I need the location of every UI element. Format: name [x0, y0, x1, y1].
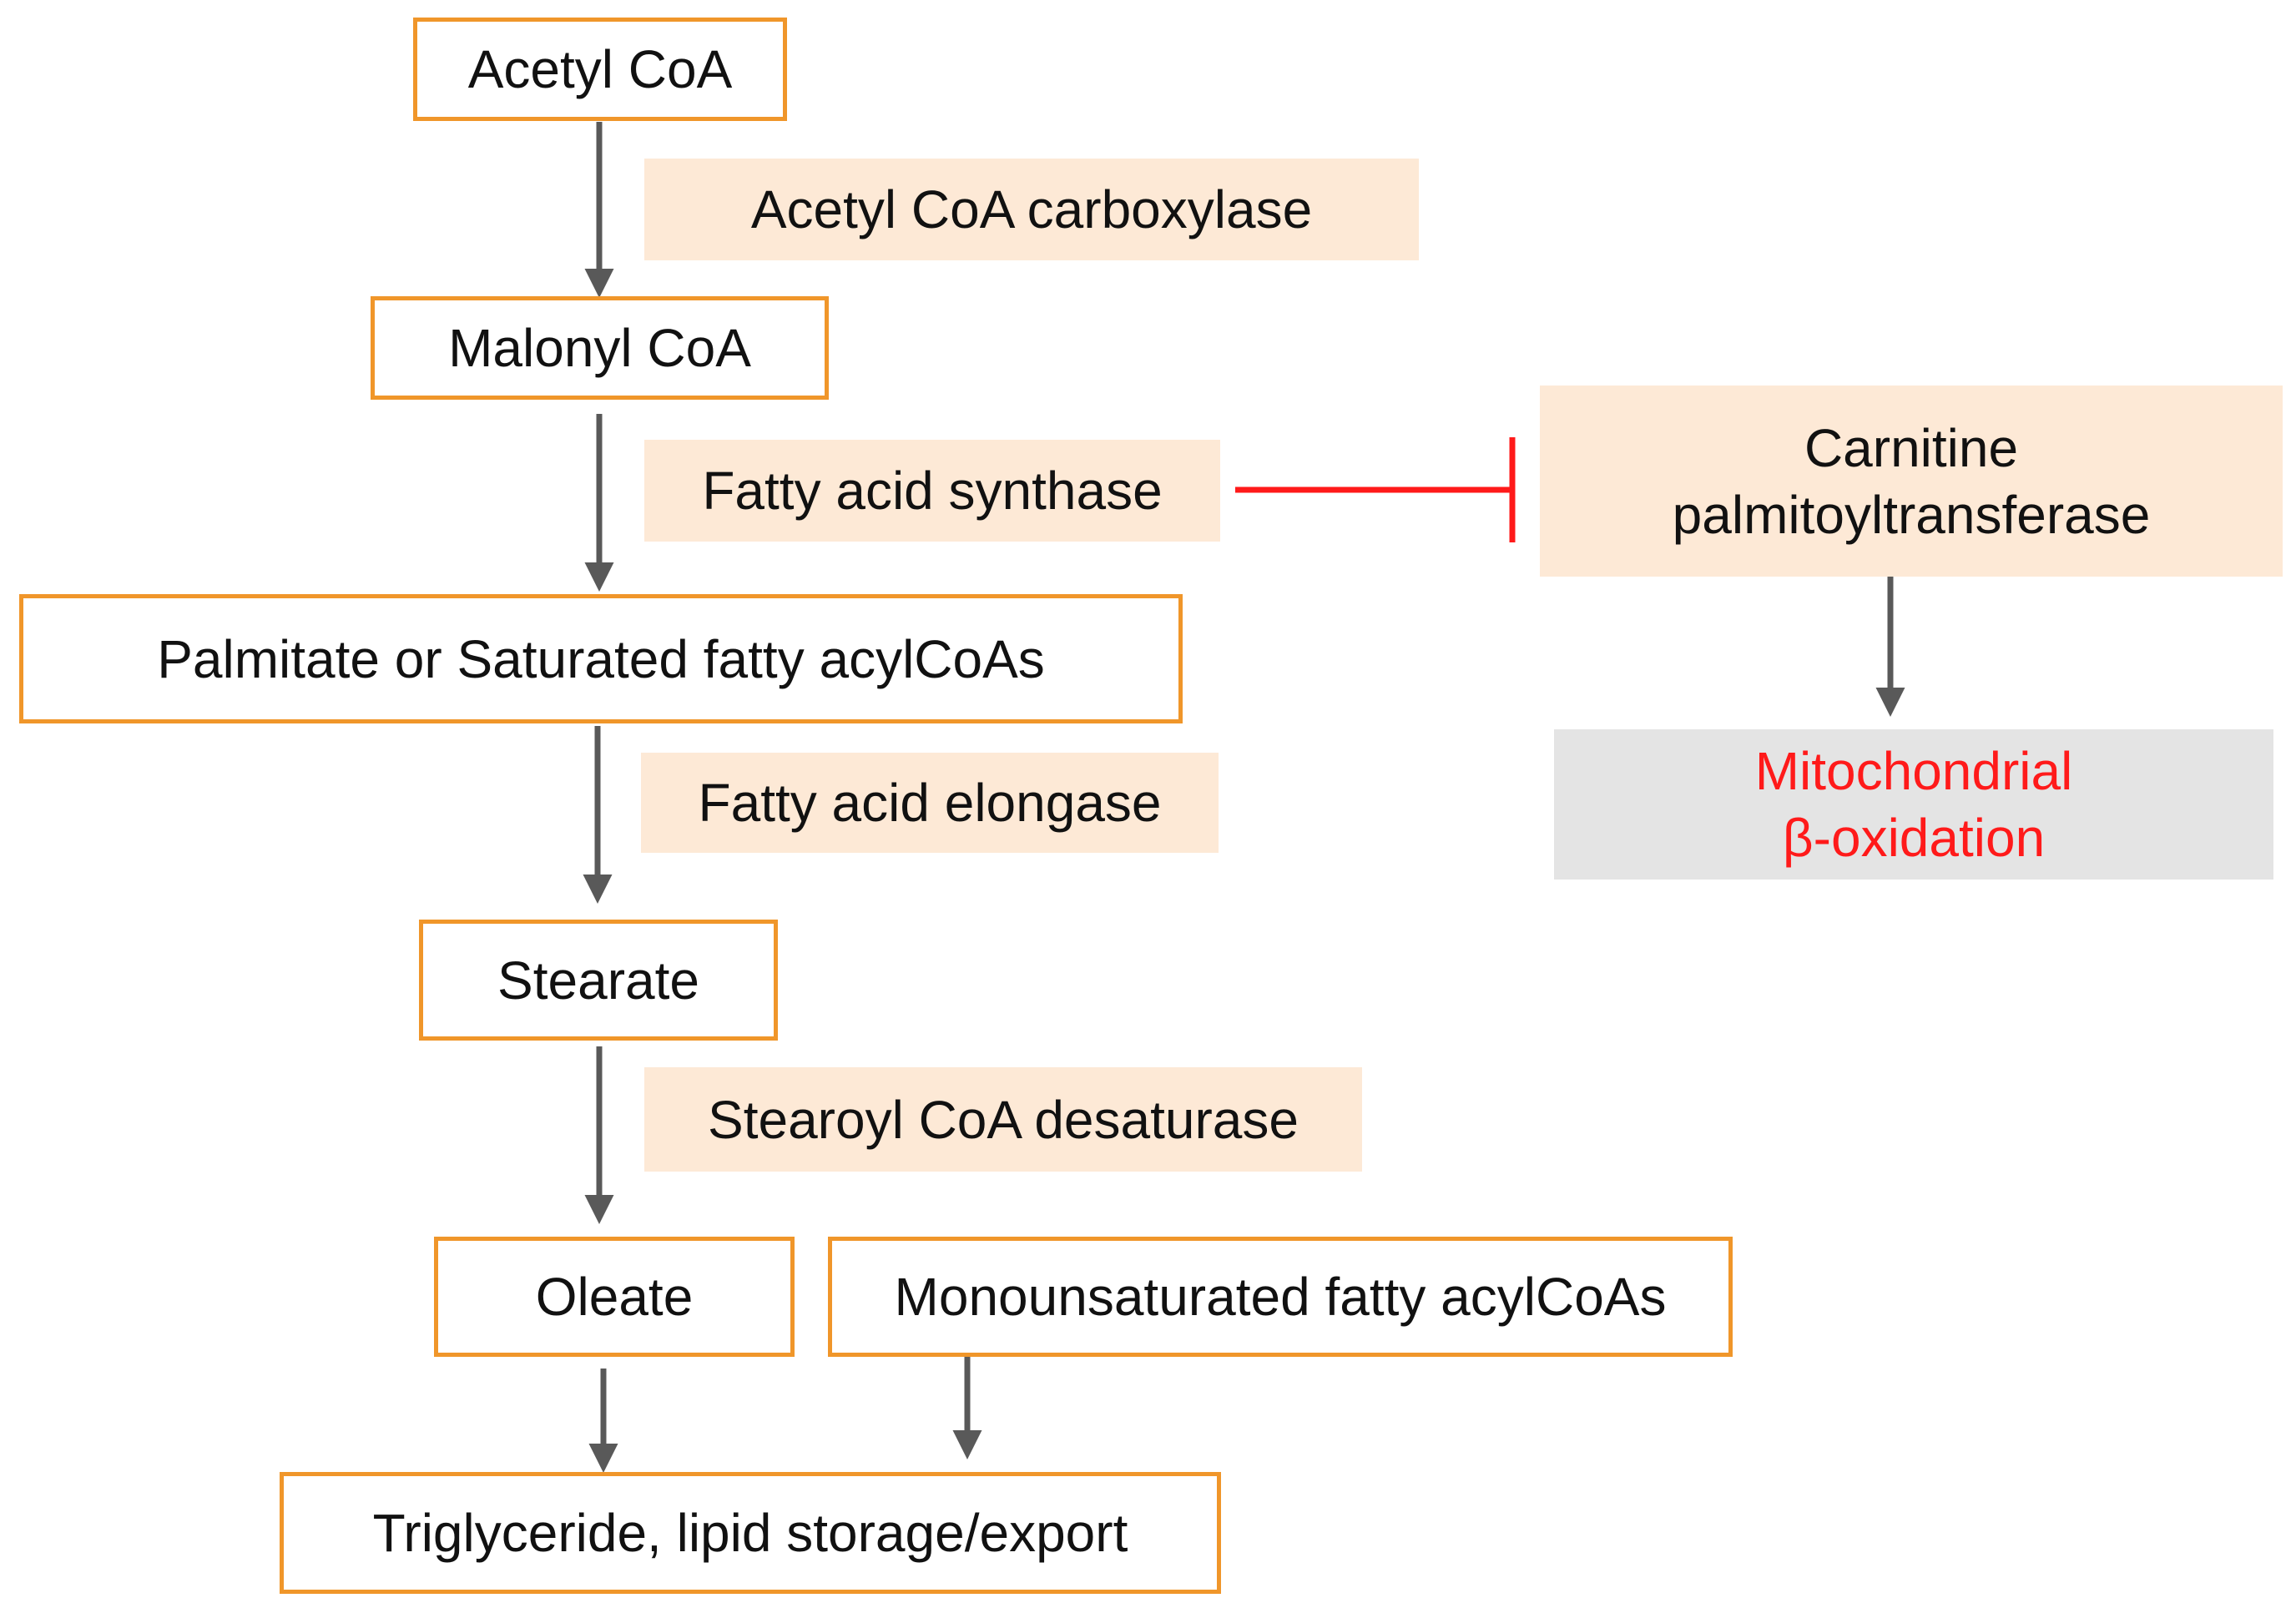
node-acetyl-coa: Acetyl CoA [413, 18, 787, 121]
process-label-line2: β-oxidation [1782, 808, 2046, 868]
enzyme-acetyl-coa-carboxylase: Acetyl CoA carboxylase [644, 159, 1419, 260]
node-triglyceride: Triglyceride, lipid storage/export [280, 1472, 1221, 1594]
process-label-line1: Mitochondrial [1754, 741, 2073, 801]
node-oleate: Oleate [434, 1237, 795, 1357]
node-stearate: Stearate [419, 920, 778, 1041]
node-malonyl-coa: Malonyl CoA [371, 296, 829, 400]
cpt-label-line2: palmitoyltransferase [1672, 484, 2151, 545]
enzyme-stearoyl-coa-desaturase: Stearoyl CoA desaturase [644, 1067, 1362, 1172]
enzyme-fatty-acid-elongase: Fatty acid elongase [641, 753, 1219, 853]
enzyme-fatty-acid-synthase: Fatty acid synthase [644, 440, 1220, 542]
node-monounsaturated-fatty-acylcoas: Monounsaturated fatty acylCoAs [828, 1237, 1733, 1357]
node-palmitate: Palmitate or Saturated fatty acylCoAs [19, 594, 1183, 723]
cpt-label-line1: Carnitine [1804, 417, 2019, 478]
process-mitochondrial-beta-oxidation: Mitochondrial β-oxidation [1554, 729, 2273, 880]
enzyme-carnitine-palmitoyltransferase: Carnitine palmitoyltransferase [1540, 386, 2283, 577]
